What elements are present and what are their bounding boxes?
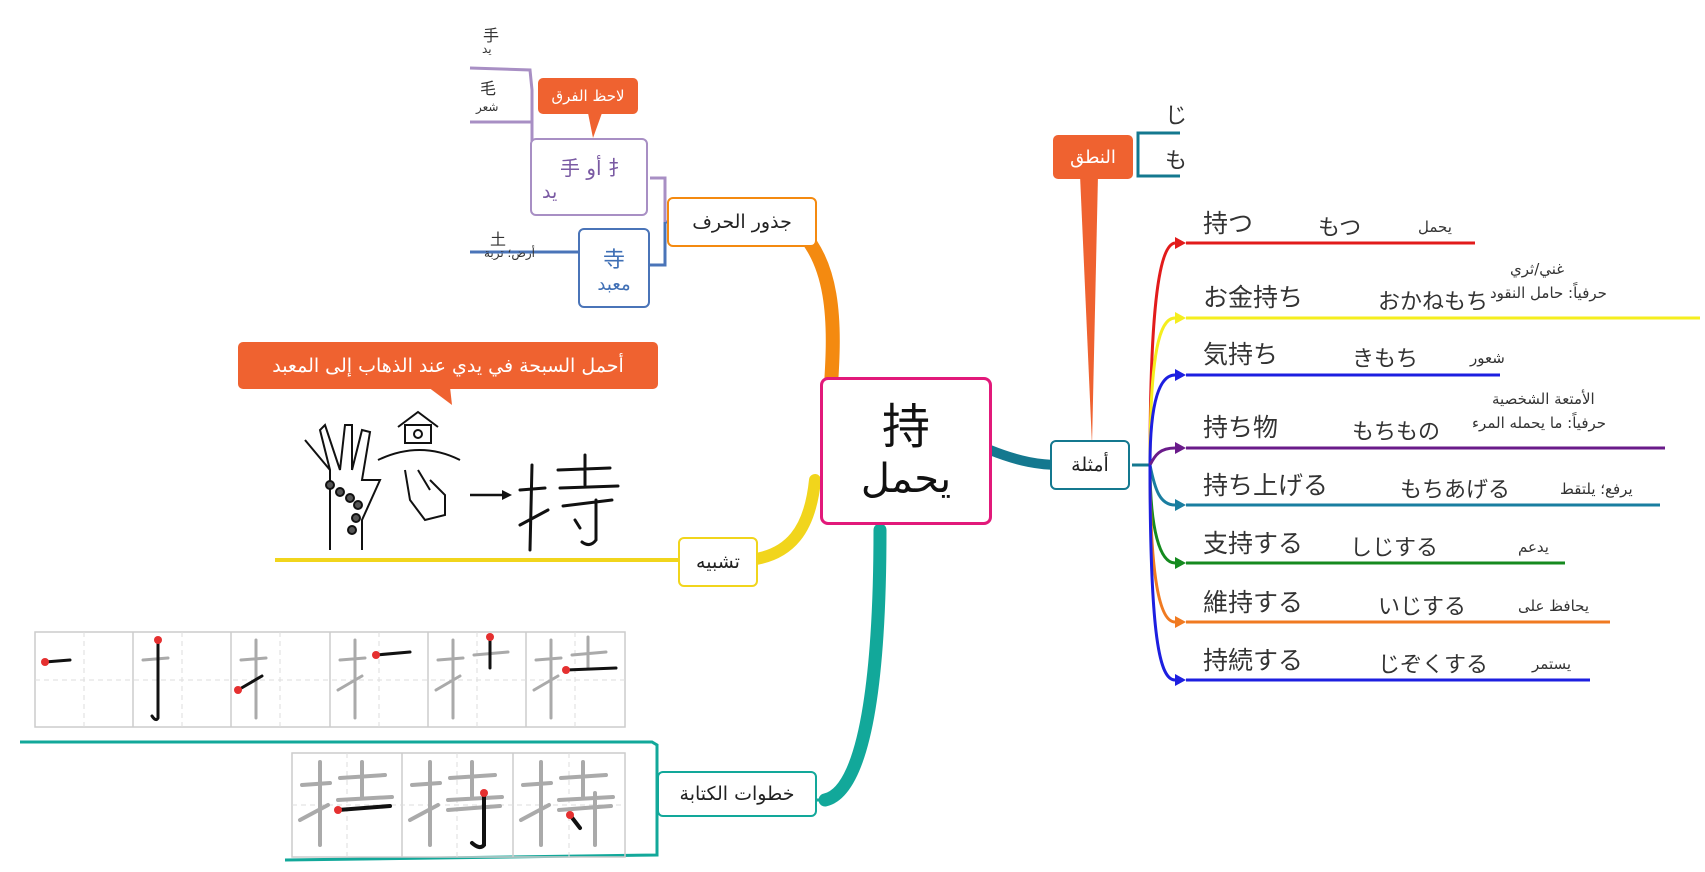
stroke-grid-row2 <box>291 752 626 858</box>
hand-kanji-small: 手 <box>483 26 500 45</box>
hand-meaning-small: يد <box>482 42 492 56</box>
mnemonic-branch <box>744 474 821 566</box>
temple-meaning: معبد <box>597 273 631 295</box>
example-meaning: الأمتعة الشخصية <box>1492 390 1595 408</box>
temple-node[interactable]: 寺 معبد <box>578 228 650 308</box>
mnemonic-label: تشبيه <box>696 551 740 573</box>
pronunciation-label: النطق <box>1070 146 1116 168</box>
stroke-order-node[interactable]: خطوات الكتابة <box>657 771 817 817</box>
example-reading: おかねもち <box>1378 290 1489 315</box>
notice-label: لاحظ الفرق <box>551 87 625 105</box>
pronunciation-callout[interactable]: النطق <box>1053 135 1133 179</box>
hair-meaning: شعر <box>476 100 499 114</box>
pronunciation-reading-ji: じ <box>1165 104 1188 129</box>
example-word: お金持ち <box>1203 283 1304 312</box>
example-arrowheads <box>1175 237 1186 686</box>
examples-node[interactable]: أمثلة <box>1050 440 1130 490</box>
example-literal-meaning: حرفياً: حامل النقود <box>1490 284 1607 302</box>
earth-meaning: أرض؛ تربة <box>484 246 535 260</box>
pronunciation-callout-tail <box>1080 175 1098 445</box>
hair-kanji: 毛 <box>480 79 497 98</box>
example-meaning: يستمر <box>1532 655 1572 673</box>
hand-variant-meaning: يد <box>542 180 558 203</box>
example-meaning: يدعم <box>1518 538 1549 556</box>
examples-label: أمثلة <box>1071 454 1109 476</box>
pronunciation-reading-mo: も <box>1165 149 1188 174</box>
example-meaning: يحافظ على <box>1518 597 1590 615</box>
notice-callout[interactable]: لاحظ الفرق <box>538 78 638 114</box>
hand-variant-node[interactable]: 手 أو 扌 يد <box>530 138 648 216</box>
notice-callout-tail <box>588 113 602 138</box>
hand-variant-kanji: 手 أو 扌 <box>560 155 628 180</box>
mnemonic-result-strokes <box>518 453 620 552</box>
mnemonic-callout[interactable]: أحمل السبحة في يدي عند الذهاب إلى المعبد <box>238 342 658 389</box>
pronunciation-connector <box>1136 131 1180 178</box>
example-reading: きもち <box>1352 347 1419 372</box>
mnemonic-illustration <box>304 410 502 550</box>
stroke-grid-row1 <box>34 631 626 728</box>
example-meaning: يحمل <box>1418 218 1452 236</box>
stroke-order-label: خطوات الكتابة <box>679 783 795 805</box>
central-kanji: 持 <box>881 399 930 455</box>
example-reading: しじする <box>1350 536 1439 561</box>
example-word: 持つ <box>1203 209 1254 238</box>
roots-label: جذور الحرف <box>692 211 792 233</box>
example-meaning: يرفع؛ يلتقط <box>1560 480 1633 498</box>
example-reading: もちもの <box>1352 420 1441 445</box>
example-word: 維持する <box>1203 588 1304 617</box>
example-underlines <box>1186 241 1700 682</box>
mnemonic-sentence: أحمل السبحة في يدي عند الذهاب إلى المعبد <box>272 354 624 377</box>
central-meaning: يحمل <box>860 456 952 502</box>
example-reading: もちあげる <box>1400 478 1511 503</box>
example-word: 支持する <box>1203 529 1304 558</box>
example-connectors <box>1148 241 1176 682</box>
roots-node[interactable]: جذور الحرف <box>667 197 817 247</box>
central-node[interactable]: 持 يحمل <box>820 377 992 525</box>
example-reading: もつ <box>1318 216 1362 241</box>
example-reading: じぞくする <box>1378 653 1489 678</box>
example-word: 気持ち <box>1203 340 1279 369</box>
example-reading: いじする <box>1378 595 1467 620</box>
example-meaning: غني/ثري <box>1510 260 1565 278</box>
example-literal-meaning: حرفياً: ما يحمله المرء <box>1472 414 1607 432</box>
example-word: 持続する <box>1203 646 1304 675</box>
mnemonic-node[interactable]: تشبيه <box>678 537 758 587</box>
earth-kanji: 土 <box>490 230 507 249</box>
stroke-branch <box>818 523 887 807</box>
example-word: 持ち物 <box>1203 413 1279 442</box>
temple-kanji: 寺 <box>602 247 625 273</box>
example-word: 持ち上げる <box>1203 471 1329 500</box>
example-meaning: شعور <box>1470 349 1505 367</box>
mnemonic-callout-tail <box>428 387 452 405</box>
